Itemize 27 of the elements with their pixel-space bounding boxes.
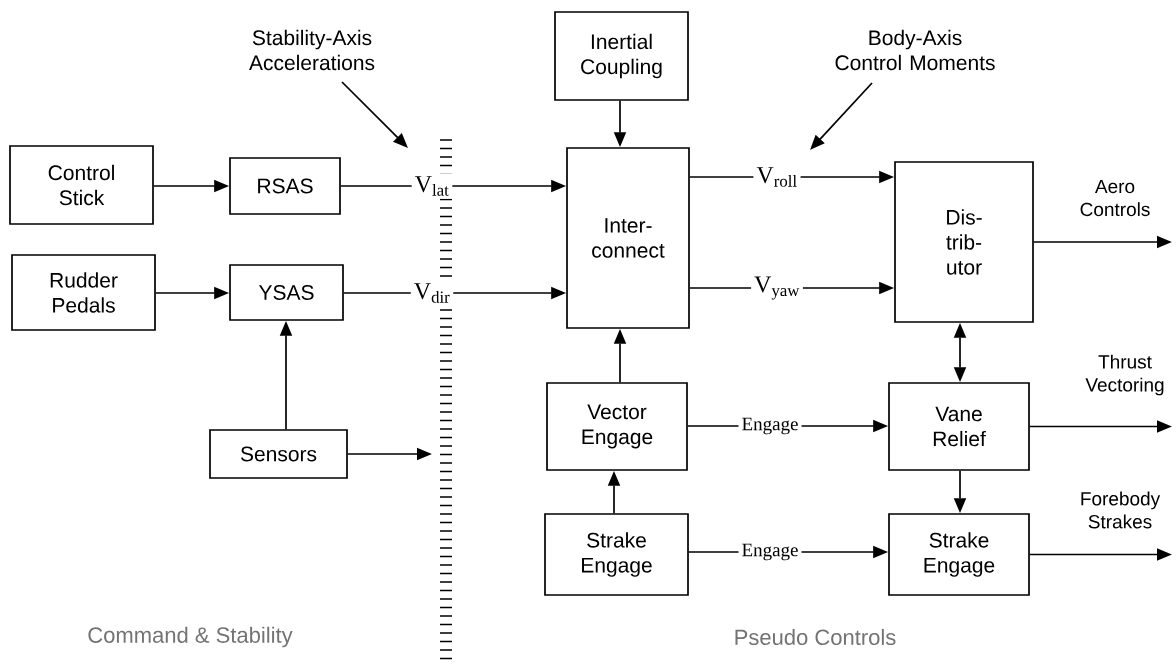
edge-label: Engage [738, 540, 802, 564]
edge-label: V$_{yaw}$ [751, 273, 803, 303]
block-box: Strake Engage [544, 513, 689, 596]
annotation-text: Body-Axis Control Moments [835, 29, 995, 71]
block-box: Dis- trib- utor [894, 161, 1034, 323]
output-label: Aero Controls [1080, 179, 1150, 217]
block-box: YSAS [229, 264, 344, 321]
edge-label: V$_{roll}$ [753, 164, 801, 190]
output-label: Forebody Strakes [1081, 491, 1161, 529]
block-box: Inertial Coupling [554, 11, 689, 101]
block-box: RSAS [229, 157, 341, 215]
annotation-text: Stability-Axis Accelerations [249, 29, 375, 71]
region-title: Command & Stability [88, 626, 293, 648]
edge-label: V$_{dir}$ [410, 280, 454, 306]
arrow [810, 82, 873, 150]
edge-label: Engage [738, 414, 802, 438]
block-box: Vane Relief [888, 382, 1030, 471]
region-title: Pseudo Controls [735, 628, 896, 646]
block-box: Vector Engage [546, 382, 688, 471]
output-label: Thrust Vectoring [1085, 354, 1164, 396]
block-box: Rudder Pedals [11, 254, 156, 331]
edge-label: V$_{lat}$ [411, 173, 453, 199]
block-box: Sensors [209, 429, 348, 479]
arrow [341, 81, 408, 148]
block-box: Control Stick [9, 145, 154, 225]
block-box: Inter- connect [566, 147, 690, 329]
block-box: Strake Engage [888, 513, 1030, 596]
